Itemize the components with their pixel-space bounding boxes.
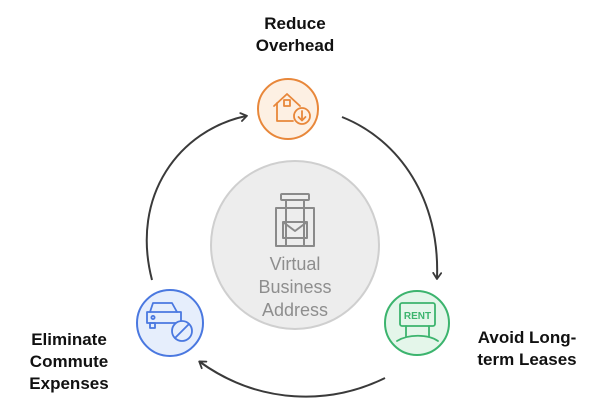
rent-sign-icon: RENT bbox=[396, 302, 439, 342]
car-blocked-icon bbox=[146, 302, 193, 342]
node-reduce-overhead bbox=[257, 78, 319, 140]
mailbox-icon bbox=[275, 193, 315, 247]
arrow-right-to-left bbox=[198, 360, 386, 398]
center-label: Virtual Business Address bbox=[258, 254, 332, 320]
label-avoid-leases: Avoid Long- term Leases bbox=[477, 328, 577, 369]
home-download-icon bbox=[273, 93, 311, 125]
arrow-top-to-right bbox=[341, 116, 443, 280]
node-avoid-leases bbox=[384, 290, 450, 356]
svg-text:RENT: RENT bbox=[404, 311, 431, 322]
label-eliminate-commute: Eliminate Commute Expenses bbox=[29, 330, 109, 393]
arrow-left-to-top bbox=[145, 112, 248, 281]
label-reduce-overhead: Reduce Overhead bbox=[255, 14, 335, 55]
